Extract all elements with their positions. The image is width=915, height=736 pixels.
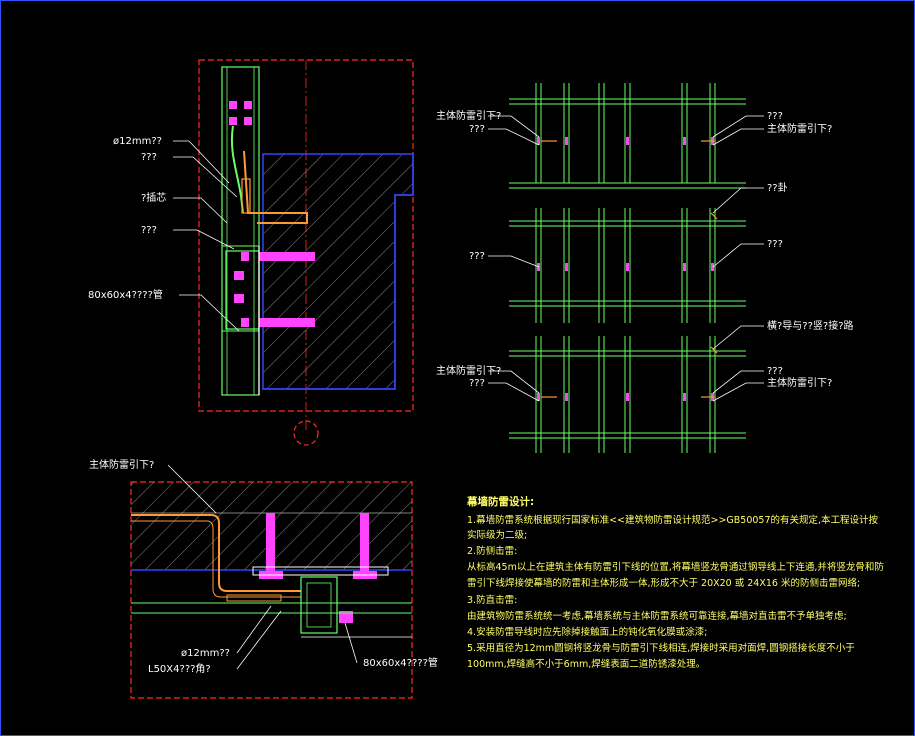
rebar-12mm: [230, 125, 244, 214]
bottom-section-detail: 主体防雷引下? ø12mm?? L50X4???角? 80x60x4????管: [89, 458, 438, 699]
elevation-grid: [509, 83, 746, 453]
label-item3: ?插芯: [141, 191, 166, 204]
label-item4: ???: [141, 225, 157, 236]
top-section-detail: ø12mm?? ??? ?插芯 ??? 80x60x4????管: [88, 59, 414, 446]
label-bottom-rebar: ø12mm??: [181, 648, 230, 659]
elevation-leaders: [488, 115, 764, 402]
note-line: 3.防直击雷:: [467, 594, 517, 606]
bottom-mullion: [300, 576, 338, 634]
anchor-bolts: [234, 252, 315, 327]
elev-label-r2: ???: [767, 239, 783, 250]
section-marker: [293, 420, 319, 446]
elev-label-l2: ???: [469, 251, 485, 262]
note-line: 由建筑物防雷系统统一考虑,幕墙系统与主体防雷系统可靠连接,幕墙对直击雷不予单独考…: [467, 610, 847, 622]
elev-label-l3-top: 主体防雷引下?: [436, 364, 501, 377]
elev-label-l1-top: 主体防雷引下?: [436, 109, 501, 122]
label-item2: ???: [141, 152, 157, 163]
steel-connector: [243, 150, 308, 224]
main-downconductor: [131, 514, 301, 592]
slab-edge: [263, 154, 414, 390]
label-angle: L50X4???角?: [148, 663, 211, 675]
concrete-slab: [262, 153, 414, 390]
bond-wires: [541, 140, 718, 398]
note-line: 5.采用直径为12mm圆钢将竖龙骨与防雷引下线相连,焊接时采用对面焊,圆钢搭接长…: [467, 642, 855, 654]
mullion: [221, 66, 260, 396]
note-line: 实际级为二级;: [467, 529, 527, 541]
note-line: 雷引下线焊接使幕墙的防雷和主体形成一体,形成不大于 20X20 或 24X16 …: [467, 577, 860, 589]
elev-label-l1-bot: ???: [469, 124, 485, 135]
elev-label-r3-bot: 主体防雷引下?: [767, 376, 832, 389]
note-line: 从标高45m以上在建筑主体有防雷引下线的位置,将幕墙竖龙骨通过钢导线上下连通,并…: [467, 561, 884, 573]
note-line: 4.安装防雷导线时应先除掉接触面上的钝化氧化膜或涂漆;: [467, 626, 707, 638]
base-plate: [252, 566, 389, 576]
label-tube: 80x60x4????管: [88, 288, 163, 301]
elev-label-mid2: 橫?导与??竖?接?路: [767, 319, 854, 332]
label-bottom-tube: 80x60x4????管: [363, 656, 438, 669]
label-main-conductor: 主体防雷引下?: [89, 458, 154, 471]
elev-label-mid1: ??卦: [767, 181, 788, 194]
elev-label-r1-top: ???: [767, 111, 783, 122]
upper-bolts: [229, 101, 252, 125]
note-line: 1.幕墙防雷系统根据现行国家标准<<建筑物防雷设计规范>>GB50057的有关规…: [467, 514, 879, 526]
notes-title: 幕墙防雷设计:: [466, 495, 534, 508]
elev-label-r3-top: ???: [767, 366, 783, 377]
note-line: 2.防侧击雷:: [467, 545, 517, 557]
elev-label-r1-bot: 主体防雷引下?: [767, 122, 832, 135]
note-line: 100mm,焊缝高不小于6mm,焊缝表面二道防锈漆处理。: [467, 658, 705, 670]
elev-label-l3-bot: ???: [469, 378, 485, 389]
label-rebar: ø12mm??: [113, 136, 162, 147]
design-notes: 幕墙防雷设计: 1.幕墙防雷系统根据现行国家标准<<建筑物防雷设计规范>>GB5…: [466, 495, 884, 670]
